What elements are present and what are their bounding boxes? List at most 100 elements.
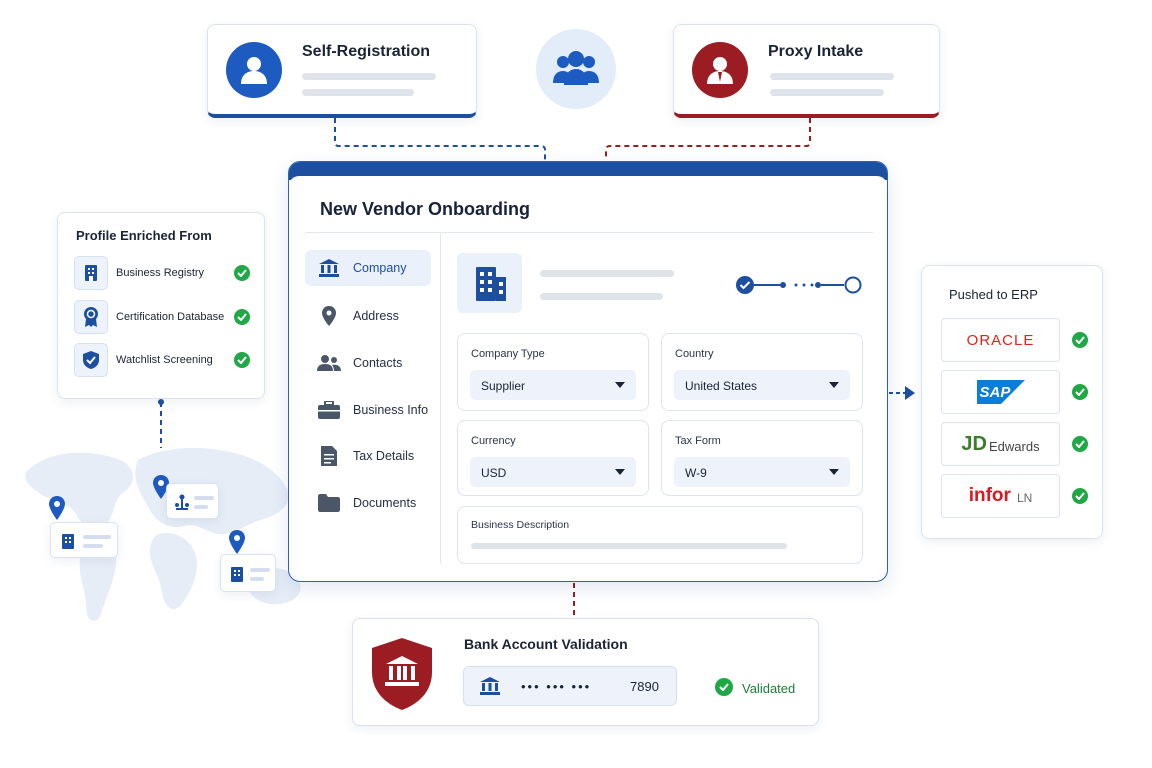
enrichment-label: Watchlist Screening bbox=[116, 354, 213, 366]
onboarding-title: New Vendor Onboarding bbox=[320, 199, 531, 219]
bank-validation-card: Bank Account Validation ••• ••• ••• 7890… bbox=[352, 618, 819, 726]
bank-account-number: ••• ••• ••• 7890 bbox=[463, 666, 677, 706]
building-icon bbox=[231, 567, 243, 582]
nav-item-contacts[interactable]: Contacts bbox=[305, 345, 431, 381]
field-label: Currency bbox=[471, 435, 516, 447]
briefcase-icon bbox=[305, 401, 353, 419]
field-label: Business Description bbox=[471, 519, 570, 531]
network-icon bbox=[175, 494, 189, 510]
tax-form-select[interactable]: W-9 bbox=[674, 457, 850, 487]
nav-label: Contacts bbox=[353, 356, 403, 370]
nav-label: Documents bbox=[353, 496, 417, 510]
currency-field: Currency USD bbox=[457, 420, 649, 496]
nav-item-documents[interactable]: Documents bbox=[305, 485, 431, 521]
nav-item-business-info[interactable]: Business Info bbox=[305, 392, 431, 428]
tax-form-field: Tax Form W-9 bbox=[661, 420, 863, 496]
field-label: Tax Form bbox=[675, 435, 721, 447]
nav-item-address[interactable]: Address bbox=[305, 298, 431, 334]
check-icon bbox=[234, 352, 250, 368]
chevron-down-icon bbox=[829, 469, 839, 475]
document-icon bbox=[305, 446, 353, 466]
check-icon bbox=[1072, 384, 1088, 400]
certificate-icon bbox=[74, 300, 108, 334]
select-value: W-9 bbox=[685, 466, 707, 480]
map-pin-icon bbox=[153, 475, 169, 499]
agent-icon bbox=[692, 42, 748, 98]
people-icon bbox=[305, 354, 353, 372]
profile-enriched-title: Profile Enriched From bbox=[76, 228, 212, 243]
select-value: United States bbox=[685, 379, 758, 393]
map-pin-icon bbox=[49, 496, 65, 520]
infor-logo-sub: LN bbox=[1016, 491, 1033, 505]
vendor-onboarding-card: New Vendor Onboarding Company Address bbox=[288, 161, 888, 582]
check-icon bbox=[234, 265, 250, 281]
chevron-down-icon bbox=[829, 382, 839, 388]
profile-enriched-card: Profile Enriched From Business Registry … bbox=[57, 212, 265, 399]
jde-logo-sub: Edwards bbox=[989, 438, 1040, 454]
nav-label: Tax Details bbox=[353, 449, 415, 463]
company-building-icon bbox=[457, 253, 522, 313]
location-card bbox=[166, 483, 219, 519]
pushed-to-erp-card: Pushed to ERP ORACLE SAP JD Edwards info… bbox=[921, 265, 1103, 539]
check-icon bbox=[234, 309, 250, 325]
nav-label: Company bbox=[353, 261, 407, 275]
currency-select[interactable]: USD bbox=[470, 457, 636, 487]
nav-label: Address bbox=[353, 309, 399, 323]
account-last4: 7890 bbox=[630, 679, 659, 694]
field-label: Country bbox=[675, 348, 714, 360]
jde-logo-main: JD bbox=[961, 432, 987, 455]
folder-icon bbox=[305, 494, 353, 512]
field-label: Company Type bbox=[471, 348, 545, 360]
enrichment-item: Certification Database bbox=[74, 300, 252, 334]
sap-logo-shape bbox=[976, 380, 1025, 404]
user-icon bbox=[226, 42, 282, 98]
chevron-down-icon bbox=[615, 382, 625, 388]
bank-icon bbox=[305, 259, 353, 277]
proxy-intake-title: Proxy Intake bbox=[768, 43, 864, 60]
self-registration-title: Self-Registration bbox=[302, 43, 431, 60]
enrichment-item: Business Registry bbox=[74, 256, 252, 290]
select-value: Supplier bbox=[481, 379, 526, 393]
progress-stepper bbox=[736, 276, 862, 294]
erp-title: Pushed to ERP bbox=[949, 287, 1038, 302]
infor-logo-main: infor bbox=[968, 485, 1011, 506]
building-icon bbox=[74, 256, 108, 290]
location-card bbox=[220, 554, 276, 592]
country-field: Country United States bbox=[661, 333, 863, 411]
erp-jd-edwards: JD Edwards bbox=[941, 422, 1060, 466]
enrichment-label: Business Registry bbox=[116, 267, 205, 279]
building-icon bbox=[62, 534, 74, 549]
enrichment-item: Watchlist Screening bbox=[74, 343, 252, 377]
nav-label: Business Info bbox=[353, 403, 429, 417]
bank-shield-icon bbox=[372, 638, 432, 710]
nav-item-company[interactable]: Company bbox=[305, 250, 431, 286]
location-card bbox=[50, 522, 118, 558]
check-icon bbox=[1072, 436, 1088, 452]
business-description-field[interactable]: Business Description bbox=[457, 506, 863, 564]
country-select[interactable]: United States bbox=[674, 370, 850, 400]
map-pin-icon bbox=[305, 306, 353, 326]
erp-oracle: ORACLE bbox=[941, 318, 1060, 362]
shield-check-icon bbox=[74, 343, 108, 377]
enrichment-label: Certification Database bbox=[116, 311, 225, 323]
account-mask: ••• ••• ••• bbox=[521, 679, 592, 694]
users-group-icon bbox=[536, 29, 616, 109]
erp-sap: SAP bbox=[941, 370, 1060, 414]
sap-logo: SAP bbox=[979, 384, 1011, 401]
bank-validation-title: Bank Account Validation bbox=[464, 636, 628, 652]
map-pin-icon bbox=[229, 530, 245, 554]
self-registration-card: Self-Registration bbox=[207, 24, 477, 118]
nav-item-tax-details[interactable]: Tax Details bbox=[305, 438, 431, 474]
company-type-field: Company Type Supplier bbox=[457, 333, 649, 411]
proxy-intake-card: Proxy Intake bbox=[673, 24, 940, 118]
select-value: USD bbox=[481, 466, 507, 480]
check-icon bbox=[715, 678, 733, 696]
erp-infor-ln: infor LN bbox=[941, 474, 1060, 518]
company-type-select[interactable]: Supplier bbox=[470, 370, 636, 400]
check-icon bbox=[1072, 488, 1088, 504]
check-icon bbox=[1072, 332, 1088, 348]
oracle-logo: ORACLE bbox=[966, 331, 1035, 349]
chevron-down-icon bbox=[615, 469, 625, 475]
bank-icon bbox=[480, 677, 500, 695]
